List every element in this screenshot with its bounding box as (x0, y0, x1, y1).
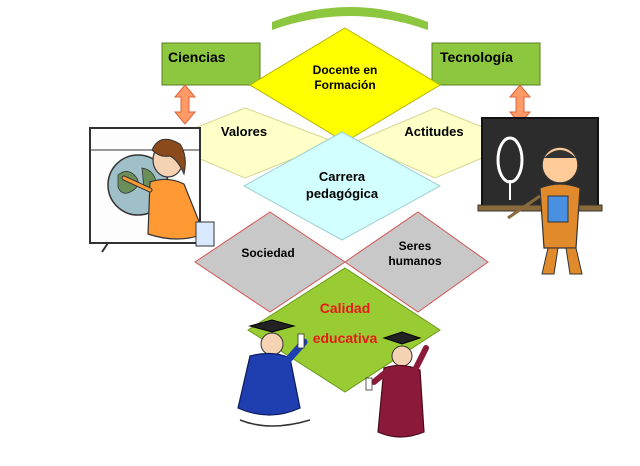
left-double-arrow-icon (173, 84, 197, 125)
ciencias-box (161, 42, 261, 86)
seres-humanos-label-line1: Seres (399, 239, 432, 253)
ciencias-label: Ciencias (168, 49, 226, 65)
seres-humanos-diamond (344, 211, 489, 313)
top-arc (272, 7, 428, 30)
seres-humanos-label-line2: humanos (388, 254, 442, 268)
carrera-diamond (242, 131, 442, 241)
calidad-diamond (247, 267, 441, 393)
tecnologia-box (431, 42, 541, 86)
carrera-label-line1: Carrera (319, 169, 366, 184)
teacher-at-chalkboard-illustration (477, 117, 603, 275)
tecnologia-label: Tecnología (440, 49, 513, 65)
actitudes-label: Actitudes (404, 124, 463, 139)
sociedad-diamond (194, 211, 346, 313)
carrera-label-line2: pedagógica (306, 186, 379, 201)
docente-label-line1: Docente en (313, 63, 378, 77)
graduates-illustration (237, 319, 429, 438)
sociedad-label: Sociedad (241, 246, 294, 260)
teacher-with-globe-illustration (89, 127, 215, 253)
valores-label: Valores (221, 124, 267, 139)
calidad-label-line1: Calidad (320, 300, 371, 316)
docente-label-line2: Formación (314, 78, 375, 92)
calidad-label-line2: educativa (313, 330, 378, 346)
